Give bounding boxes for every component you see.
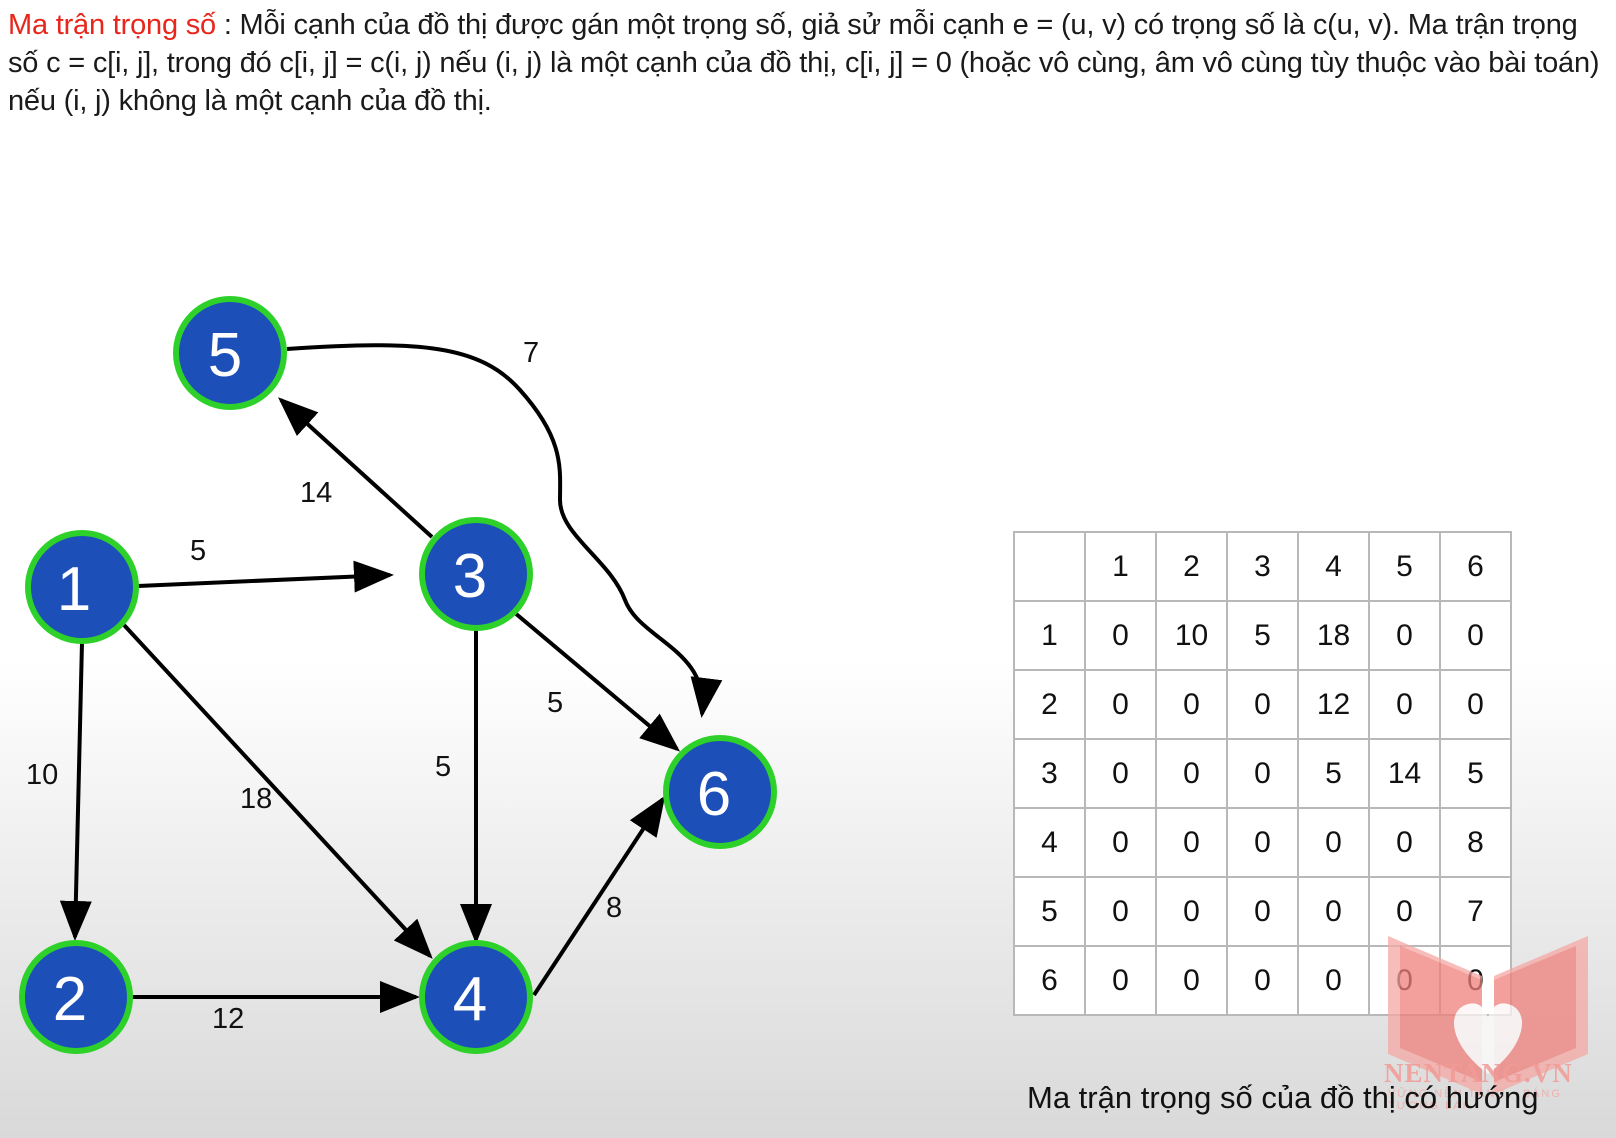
matrix-cell: 0	[1297, 876, 1370, 947]
node-2: 2	[19, 940, 133, 1054]
edge-4-6	[532, 795, 666, 997]
node-5: 5	[173, 296, 287, 410]
matrix-row-header: 5	[1013, 876, 1086, 947]
matrix-cell: 5	[1439, 738, 1512, 809]
matrix-column-header: 1	[1084, 531, 1157, 602]
weight-3-5: 14	[300, 477, 332, 509]
node-1-label: 1	[57, 555, 91, 624]
watermark-name: NENTANG.VN	[1384, 1058, 1573, 1088]
nentang-logo-icon	[1388, 936, 1588, 1094]
matrix-cell: 0	[1155, 669, 1228, 740]
edge-3-5	[278, 397, 434, 539]
node-2-label: 2	[53, 965, 87, 1034]
matrix-cell: 0	[1084, 669, 1157, 740]
node-4-label: 4	[453, 965, 487, 1034]
weight-3-4: 5	[435, 751, 451, 783]
weight-4-6: 8	[606, 892, 622, 924]
matrix-row-header: 4	[1013, 807, 1086, 878]
node-6-label: 6	[697, 760, 731, 829]
edges	[59, 343, 723, 1013]
matrix-cell: 0	[1155, 807, 1228, 878]
matrix-cell: 7	[1439, 876, 1512, 947]
matrix-cell: 0	[1155, 876, 1228, 947]
node-1: 1	[25, 530, 139, 644]
node-3: 3	[419, 517, 533, 631]
matrix-cell: 5	[1226, 600, 1299, 671]
matrix-cell: 0	[1226, 876, 1299, 947]
matrix-cell: 0	[1226, 738, 1299, 809]
nodes: 1 2 3 4 5 6	[19, 296, 777, 1054]
edge-1-3	[137, 560, 394, 593]
matrix-cell: 10	[1155, 600, 1228, 671]
matrix-cell: 0	[1439, 600, 1512, 671]
weight-1-3: 5	[190, 535, 206, 567]
weight-1-2: 10	[26, 759, 58, 791]
weight-2-4: 12	[212, 1003, 244, 1035]
matrix-row-header: 3	[1013, 738, 1086, 809]
matrix-cell: 0	[1084, 807, 1157, 878]
matrix-caption: Ma trận trọng số của đồ thị có hướng	[1027, 1080, 1539, 1115]
matrix-column-header: 3	[1226, 531, 1299, 602]
matrix-cell: 0	[1226, 945, 1299, 1016]
node-6: 6	[663, 735, 777, 849]
matrix-cell: 12	[1297, 669, 1370, 740]
matrix-cell: 0	[1439, 669, 1512, 740]
matrix-cell: 0	[1226, 669, 1299, 740]
intro-term: Ma trận trọng số	[8, 9, 216, 41]
matrix-cell: 0	[1368, 807, 1441, 878]
matrix-cell: 0	[1084, 945, 1157, 1016]
matrix-corner-cell	[1013, 531, 1086, 602]
weight-5-6: 7	[523, 337, 539, 369]
matrix-cell: 0	[1084, 876, 1157, 947]
matrix-cell: 0	[1368, 876, 1441, 947]
matrix-cell: 5	[1297, 738, 1370, 809]
weight-3-6: 5	[547, 687, 563, 719]
matrix-row-header: 1	[1013, 600, 1086, 671]
matrix-column-header: 4	[1297, 531, 1370, 602]
matrix-row-header: 6	[1013, 945, 1086, 1016]
edge-1-4	[122, 623, 433, 959]
matrix-cell: 0	[1368, 600, 1441, 671]
edge-1-2	[59, 641, 92, 941]
matrix-cell: 18	[1297, 600, 1370, 671]
edge-weights: 5 10 18 12 14 5 5 8 7	[26, 337, 622, 1035]
matrix-column-header: 5	[1368, 531, 1441, 602]
edge-3-6	[513, 611, 681, 752]
matrix-row-header: 2	[1013, 669, 1086, 740]
matrix-cell: 14	[1368, 738, 1441, 809]
node-4: 4	[419, 940, 533, 1054]
watermark-tagline: VỮNG NỀN TẢNG · SÁNG TƯƠNG LAI	[1388, 1088, 1562, 1112]
matrix-cell: 0	[1084, 600, 1157, 671]
intro-paragraph: Ma trận trọng số : Mỗi cạnh của đồ thị đ…	[8, 6, 1608, 120]
node-5-label: 5	[208, 321, 242, 390]
matrix-cell: 0	[1226, 807, 1299, 878]
matrix-column-header: 2	[1155, 531, 1228, 602]
matrix-column-header: 6	[1439, 531, 1512, 602]
intro-text: : Mỗi cạnh của đồ thị được gán một trọng…	[8, 9, 1600, 117]
matrix-cell: 8	[1439, 807, 1512, 878]
matrix-cell: 0	[1084, 738, 1157, 809]
matrix-cell: 0	[1297, 945, 1370, 1016]
weight-1-4: 18	[240, 783, 272, 815]
matrix-cell: 0	[1368, 669, 1441, 740]
matrix-cell: 0	[1297, 807, 1370, 878]
edge-5-6	[286, 343, 723, 718]
matrix-cell: 0	[1155, 945, 1228, 1016]
node-3-label: 3	[453, 542, 487, 611]
matrix-cell: 0	[1155, 738, 1228, 809]
